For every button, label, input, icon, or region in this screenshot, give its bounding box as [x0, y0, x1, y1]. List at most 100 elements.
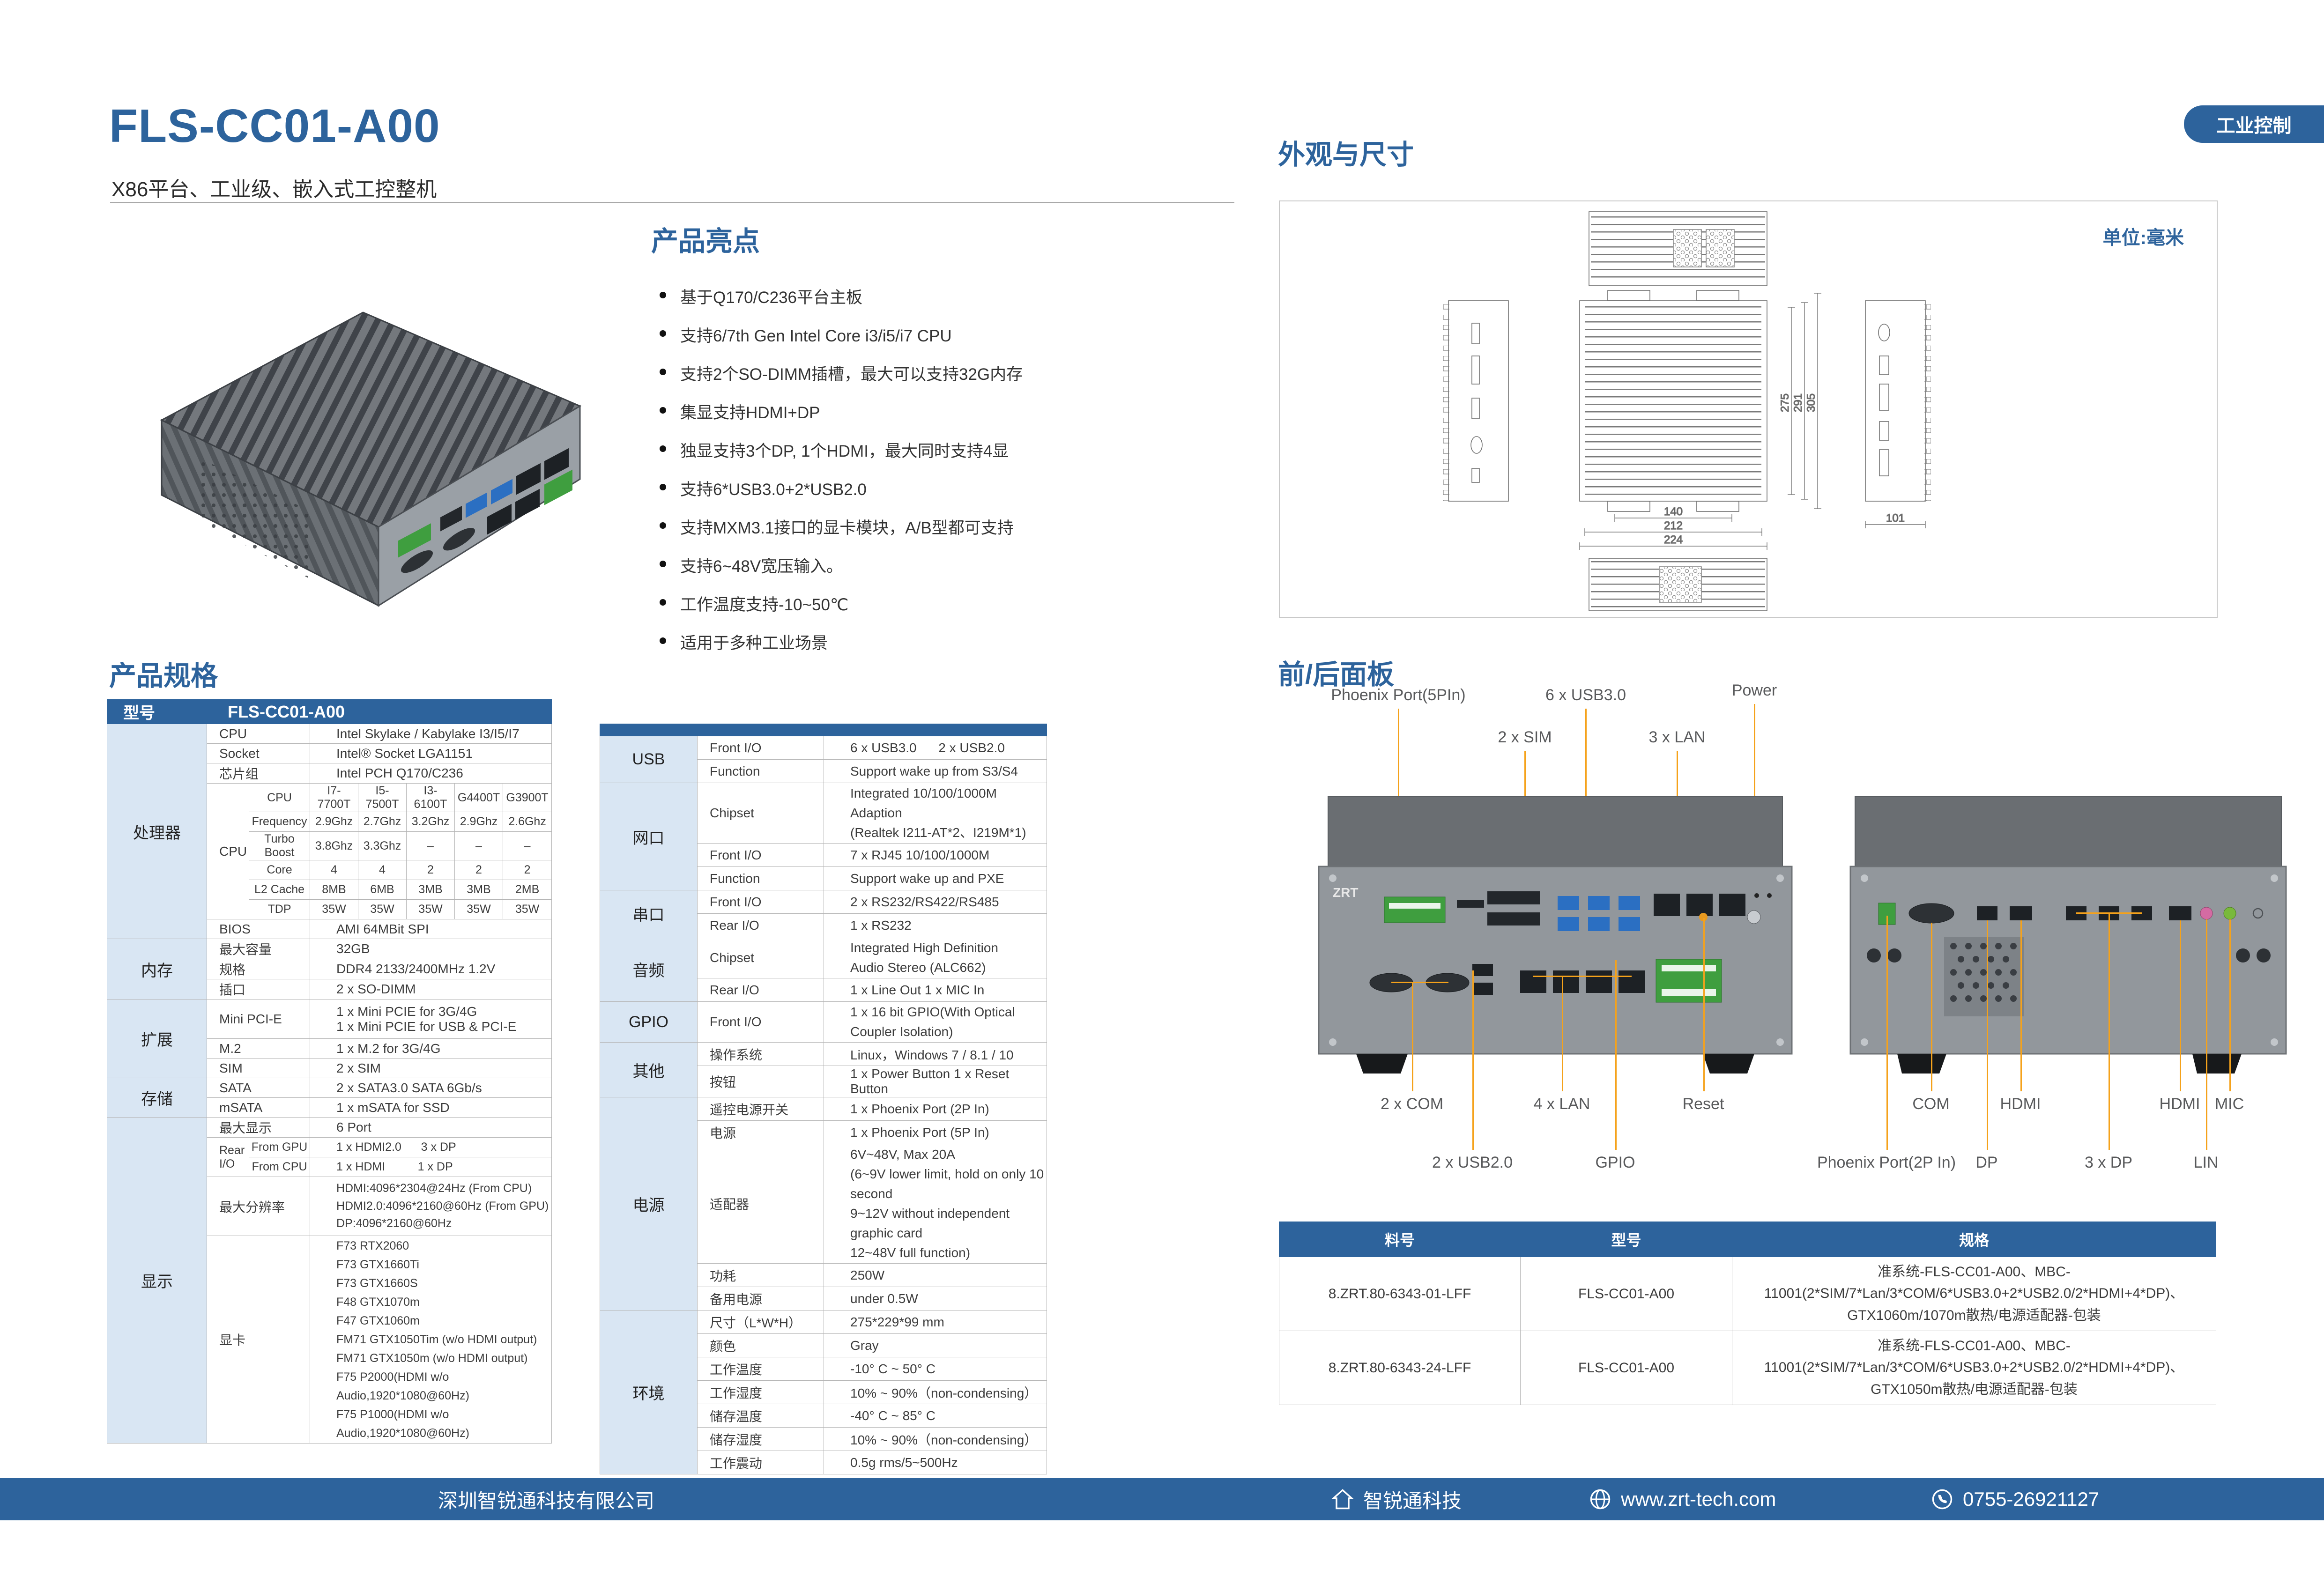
- rear-panel-photo: [1849, 796, 2287, 1074]
- table-row: 8.ZRT.80-6343-24-LFF FLS-CC01-A00 准系统-FL…: [1279, 1331, 2216, 1405]
- spec-sublabel: TDP: [249, 899, 310, 919]
- column-header: 型号: [1520, 1222, 1732, 1257]
- callout-line: [1987, 920, 1988, 1150]
- order-table: 料号 型号 规格 8.ZRT.80-6343-01-LFF FLS-CC01-A…: [1279, 1222, 2216, 1405]
- front-panel-photo: ZRT: [1318, 796, 1793, 1074]
- spec-category: 音频: [600, 937, 698, 1002]
- specs-heading: 产品规格: [109, 661, 218, 691]
- spec-label: Front I/O: [697, 736, 824, 760]
- spec-value: 1 x mSATA for SSD: [309, 1097, 552, 1118]
- spec-cell: 35W: [310, 899, 358, 919]
- callout-line: [1412, 983, 1413, 1091]
- footer-company: 深圳智锐通科技有限公司: [438, 1478, 654, 1520]
- foot: [2192, 1054, 2242, 1074]
- spec-cell: 2.6Ghz: [502, 812, 552, 832]
- svg-text:291: 291: [1792, 393, 1804, 412]
- spec-cell: G3900T: [502, 783, 552, 812]
- spec-cell: I5-7500T: [358, 783, 407, 812]
- spec-value-line: 6V~48V, Max 20A: [850, 1147, 955, 1162]
- table-row: 储存湿度 10% ~ 90%（non-condensing）: [600, 1427, 1047, 1451]
- spec-value: 6 Port: [309, 1117, 552, 1138]
- company-name: 深圳智锐通科技有限公司: [438, 1489, 655, 1512]
- highlights-heading: 产品亮点: [651, 226, 760, 257]
- footer-brand: 智锐通科技: [1330, 1478, 1462, 1520]
- spec-value: 32GB: [309, 939, 552, 959]
- callout-label: HDMI: [2000, 1095, 2041, 1113]
- spec-label: mSATA: [207, 1097, 310, 1118]
- column-header: 规格: [1732, 1222, 2216, 1257]
- highlight-item: 支持6*USB3.0+2*USB2.0: [656, 476, 1251, 500]
- website-url: www.zrt-tech.com: [1621, 1488, 1776, 1510]
- phone-number: 0755-26921127: [1963, 1488, 2100, 1510]
- table-row: 工作温度 -10° C ~ 50° C: [600, 1357, 1047, 1381]
- spec-label: Function: [697, 866, 824, 890]
- part-number: 8.ZRT.80-6343-24-LFF: [1279, 1331, 1521, 1405]
- spec-sublabel: L2 Cache: [249, 880, 310, 900]
- spec-cell: 35W: [406, 899, 455, 919]
- callout-label: MIC: [2214, 1095, 2244, 1113]
- spec-value: Linux，Windows 7 / 8.1 / 10: [824, 1042, 1047, 1066]
- spec-value: under 0.5W: [824, 1287, 1047, 1310]
- spec-category: 处理器: [107, 724, 207, 939]
- table-row: 工作震动 0.5g rms/5~500Hz: [600, 1451, 1047, 1474]
- table-row: 适配器 6V~48V, Max 20A (6~9V lower limit, h…: [600, 1144, 1047, 1264]
- spec-value: -10° C ~ 50° C: [824, 1357, 1047, 1381]
- spec-value-line: F73 GTX1660S: [336, 1277, 418, 1290]
- callout-label: Phoenix Port(5PIn): [1331, 686, 1466, 704]
- spec-label: 工作温度: [697, 1357, 824, 1381]
- spec-value-line: FM71 GTX1050Tim (w/o HDMI output): [336, 1333, 537, 1346]
- table-row: 型号 FLS-CC01-A00: [107, 699, 552, 724]
- column-header: 料号: [1279, 1222, 1521, 1257]
- footer-bar: 深圳智锐通科技有限公司 智锐通科技 www.zrt-tech.com 0755-…: [0, 1478, 2324, 1520]
- spec-cell: G4400T: [454, 783, 503, 812]
- spec-category: GPIO: [600, 1001, 698, 1043]
- spec-value: 2 x RS232/RS422/RS485: [824, 890, 1047, 914]
- highlight-item: 基于Q170/C236平台主板: [656, 284, 1251, 308]
- spec-value-line: 1 x Mini PCIE for 3G/4G: [336, 1004, 477, 1019]
- spec-label: CPU: [207, 724, 310, 744]
- top-view: [1589, 211, 1767, 286]
- spec-sublabel: Core: [249, 860, 310, 880]
- spec-label: 颜色: [697, 1333, 824, 1357]
- spec-label: Rear I/O: [697, 978, 824, 1002]
- spec-cell: 2MB: [502, 880, 552, 900]
- appearance-heading: 外观与尺寸: [1278, 140, 1414, 170]
- spec-value: 6 x USB3.0 2 x USB2.0: [824, 736, 1047, 760]
- table-row: Front I/O 7 x RJ45 10/100/1000M: [600, 843, 1047, 867]
- foot: [1356, 1054, 1408, 1074]
- callout-label: 6 x USB3.0: [1545, 686, 1626, 704]
- spec-label: Mini PCI-E: [207, 999, 310, 1039]
- table-row: Rear I/O 1 x Line Out 1 x MIC In: [600, 978, 1047, 1002]
- spec-cell: 准系统-FLS-CC01-A00、MBC-11001(2*SIM/7*Lan/3…: [1732, 1331, 2216, 1405]
- table-row: BIOS AMI 64MBit SPI: [107, 919, 552, 939]
- spec-value: 1 x Phoenix Port (2P In): [824, 1097, 1047, 1121]
- spec-value: 1 x Power Button 1 x Reset Button: [824, 1066, 1047, 1097]
- spec-cell: 3.2Ghz: [406, 812, 455, 832]
- spec-category: 内存: [107, 939, 207, 1000]
- svg-text:140: 140: [1664, 505, 1683, 518]
- spec-table-left: 型号 FLS-CC01-A00 处理器 CPU Intel Skylake / …: [107, 699, 552, 1444]
- spec-label: 最大显示: [207, 1117, 310, 1138]
- spec-value: 1 x Phoenix Port (5P In): [824, 1120, 1047, 1144]
- spec-label: 备用电源: [697, 1287, 824, 1310]
- chassis-body: [1849, 866, 2287, 1055]
- highlight-item: 支持2个SO-DIMM插槽，最大可以支持32G内存: [656, 361, 1251, 385]
- spec-value: 1 x HDMI2.0 3 x DP: [309, 1137, 552, 1157]
- spec-cell: 3MB: [406, 880, 455, 900]
- spec-label: 适配器: [697, 1144, 824, 1264]
- model-value: FLS-CC01-A00: [206, 699, 552, 724]
- table-row: 料号 型号 规格: [1279, 1222, 2216, 1257]
- callout-label: 2 x SIM: [1498, 728, 1552, 746]
- spec-category: 其他: [600, 1042, 698, 1097]
- spec-label: Chipset: [697, 783, 824, 844]
- table-row: 网口 Chipset Integrated 10/100/1000M Adapt…: [600, 783, 1047, 890]
- spec-label: Function: [697, 759, 824, 783]
- spec-category: 存储: [107, 1078, 207, 1118]
- spec-value: 6V~48V, Max 20A (6~9V lower limit, hold …: [824, 1144, 1047, 1264]
- callout-label: Reset: [1682, 1095, 1724, 1113]
- table-row: 串口 Front I/O 2 x RS232/RS422/RS485: [600, 890, 1047, 937]
- table-row: 处理器 CPU Intel Skylake / Kabylake I3/I5/I…: [107, 724, 552, 939]
- table-row: M.2 1 x M.2 for 3G/4G: [107, 1038, 552, 1059]
- front-panel-figure: Phoenix Port(5PIn) 6 x USB3.0 Power 2 x …: [1307, 681, 1804, 1185]
